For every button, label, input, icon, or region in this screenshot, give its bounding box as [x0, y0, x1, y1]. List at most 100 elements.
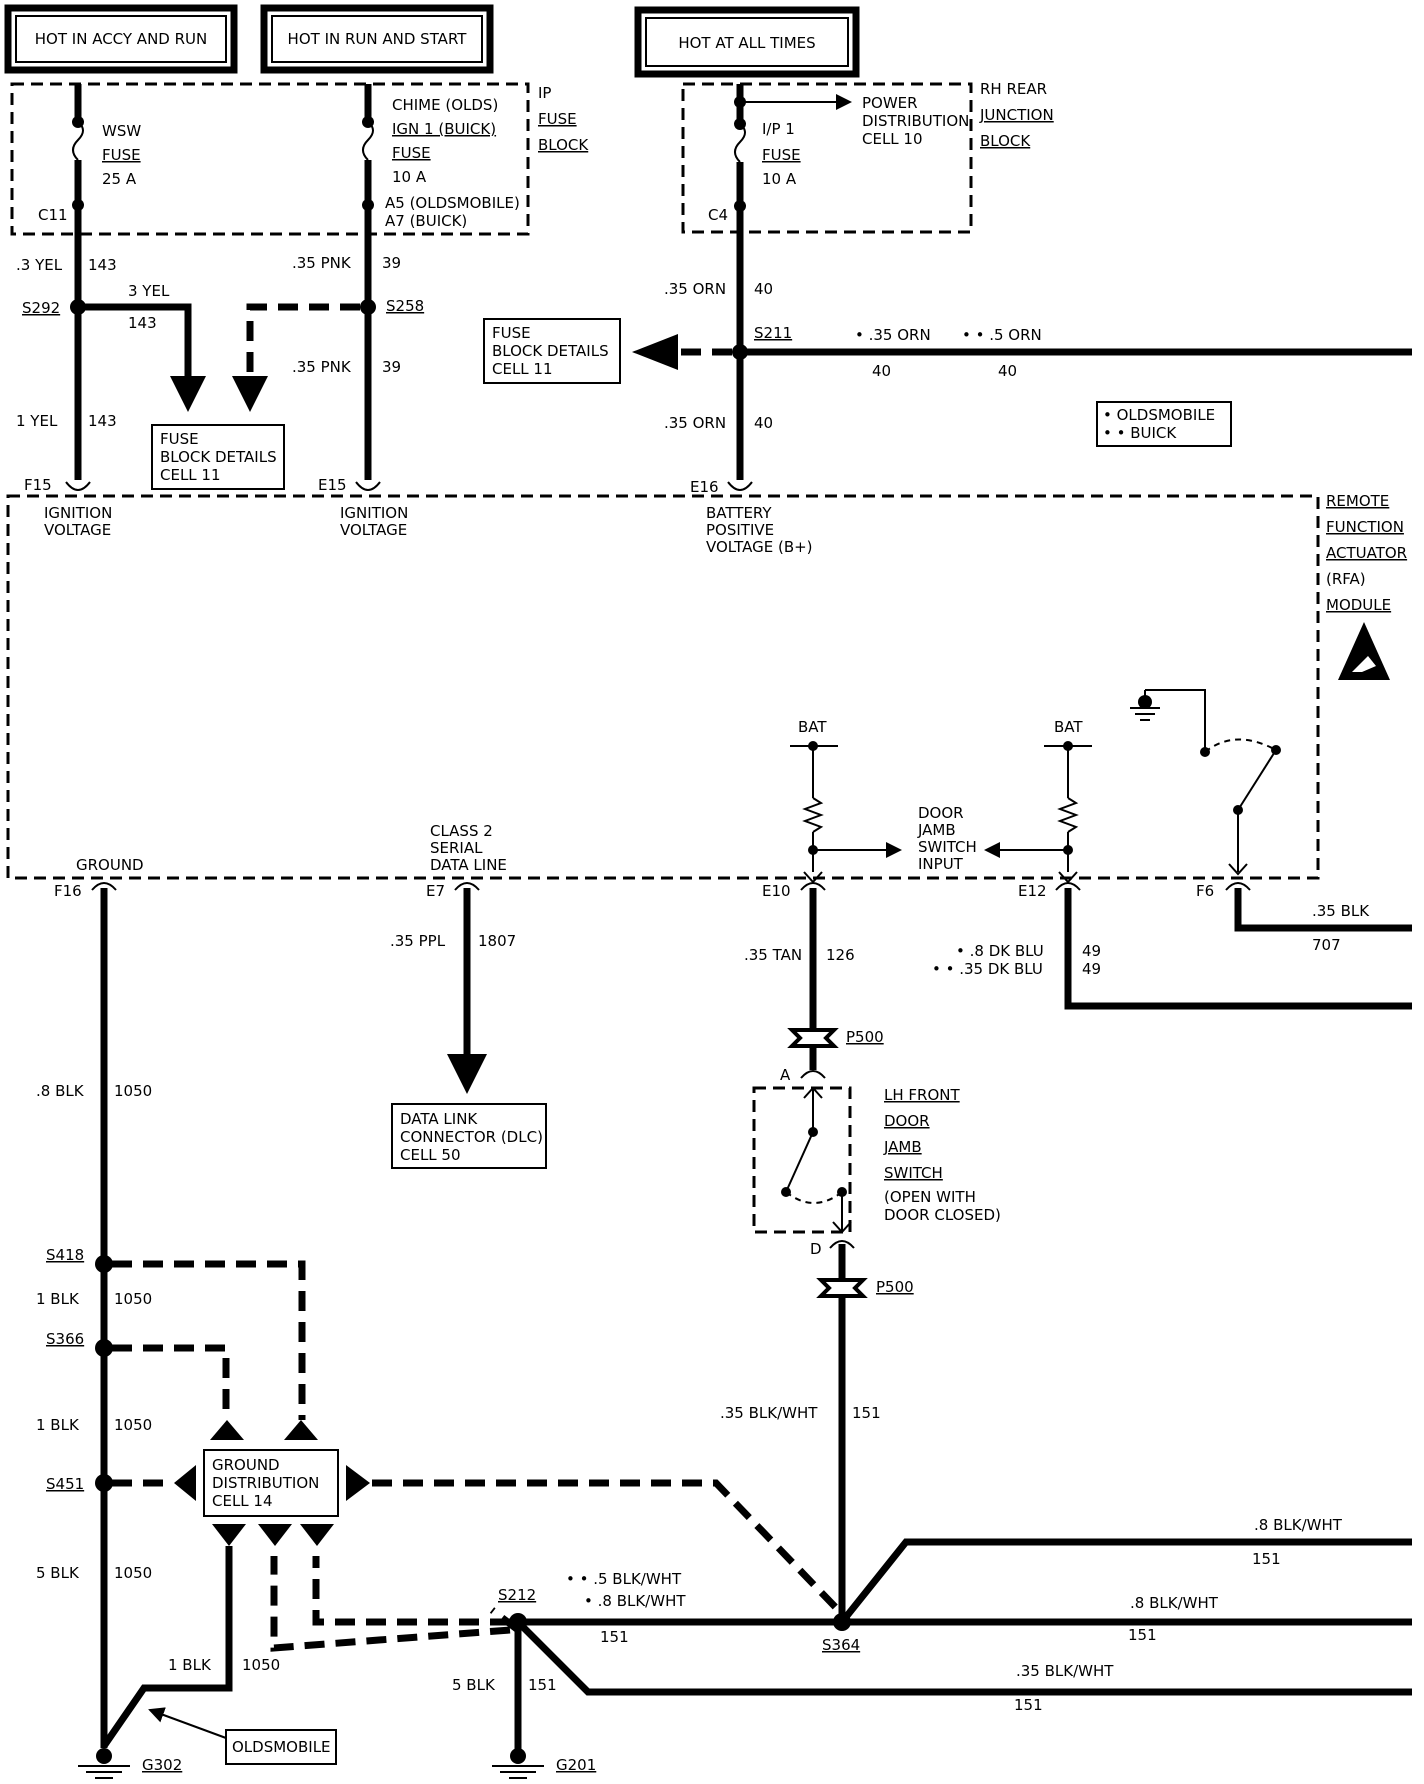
svg-text:F16: F16 — [54, 882, 82, 900]
svg-text:IGNITION: IGNITION — [340, 504, 408, 522]
splice-s212: S212 • • .5 BLK/WHT • .8 BLK/WHT 151 .35… — [270, 1556, 1412, 1754]
svg-text:SERIAL: SERIAL — [430, 839, 483, 857]
ip-fuse-block: IP FUSE BLOCK — [10, 82, 589, 236]
rh-rear-junction-block: RH REAR JUNCTION BLOCK — [681, 80, 1054, 234]
wire-1050: .8 BLK 1050 1 BLK 1050 1 BLK 1050 5 BLK … — [36, 888, 152, 1748]
svg-text:IGN 1 (BUICK): IGN 1 (BUICK) — [392, 120, 496, 138]
svg-text:39: 39 — [382, 254, 401, 272]
svg-text:P500: P500 — [876, 1278, 914, 1296]
svg-text:FUSE: FUSE — [392, 144, 431, 162]
svg-text:1050: 1050 — [114, 1564, 152, 1582]
svg-text:151: 151 — [1128, 1626, 1157, 1644]
svg-text:S292: S292 — [22, 299, 60, 317]
pin-e12: E12 — [1018, 882, 1081, 900]
svg-text:E12: E12 — [1018, 882, 1047, 900]
fuse-block-details-ref-b[interactable]: FUSE BLOCK DETAILS CELL 11 — [483, 318, 621, 384]
svg-text:DOOR CLOSED): DOOR CLOSED) — [884, 1206, 1001, 1224]
svg-text:40: 40 — [872, 362, 891, 380]
dlc-ref[interactable]: DATA LINK CONNECTOR (DLC) CELL 50 — [391, 1103, 547, 1169]
fuse-block-details-ref-a[interactable]: FUSE BLOCK DETAILS CELL 11 — [151, 424, 285, 490]
svg-text:(OPEN WITH: (OPEN WITH — [884, 1188, 976, 1206]
svg-text:FUSE: FUSE — [102, 146, 141, 164]
svg-text:.3 YEL: .3 YEL — [16, 256, 63, 274]
svg-text:.35 TAN: .35 TAN — [744, 946, 802, 964]
splice-s211: S211 • .35 ORN 40 • • .5 ORN 40 — [632, 324, 1412, 380]
wire-151-main: .35 BLK/WHT 151 — [720, 1296, 881, 1622]
header-hot-all-times: HOT AT ALL TIMES — [634, 6, 860, 78]
svg-text:S258: S258 — [386, 297, 424, 315]
svg-text:C4: C4 — [708, 206, 728, 224]
svg-text:1050: 1050 — [114, 1290, 152, 1308]
svg-text:• .8 BLK/WHT: • .8 BLK/WHT — [584, 1592, 686, 1610]
svg-text:707: 707 — [1312, 936, 1341, 954]
svg-text:.35 PNK: .35 PNK — [292, 358, 352, 376]
wire-49: • .8 DK BLU 49 • • .35 DK BLU 49 — [932, 888, 1412, 1010]
wire-126: .35 TAN 126 — [744, 888, 855, 1028]
connector-p500-bottom: D P500 — [810, 1240, 914, 1298]
svg-text:I/P 1: I/P 1 — [762, 120, 795, 138]
svg-text:E16: E16 — [690, 478, 719, 496]
esd-icon — [1338, 622, 1390, 680]
svg-text:.35 ORN: .35 ORN — [664, 280, 726, 298]
svg-text:• .8 DK BLU: • .8 DK BLU — [956, 942, 1044, 960]
svg-text:SWITCH: SWITCH — [884, 1164, 943, 1182]
svg-text:BLOCK: BLOCK — [538, 136, 589, 154]
svg-text:CELL 11: CELL 11 — [492, 360, 553, 378]
svg-text:G201: G201 — [556, 1756, 596, 1774]
svg-text:151: 151 — [600, 1628, 629, 1646]
pin-f16: F16 GROUND — [54, 856, 144, 900]
svg-text:BLOCK: BLOCK — [980, 132, 1031, 150]
svg-text:.35 PNK: .35 PNK — [292, 254, 352, 272]
splice-s258: S258 — [232, 297, 424, 412]
svg-text:• • BUICK: • • BUICK — [1103, 424, 1177, 442]
svg-text:MODULE: MODULE — [1326, 596, 1391, 614]
svg-text:DATA LINE: DATA LINE — [430, 856, 507, 874]
svg-text:1050: 1050 — [114, 1082, 152, 1100]
splice-s292: S292 3 YEL 143 — [22, 282, 206, 412]
svg-text:ACTUATOR: ACTUATOR — [1326, 544, 1407, 562]
svg-text:10 A: 10 A — [762, 170, 797, 188]
ground-distribution-ref[interactable]: GROUND DISTRIBUTION CELL 14 — [174, 1420, 370, 1546]
svg-text:A5 (OLDSMOBILE): A5 (OLDSMOBILE) — [385, 194, 520, 212]
svg-text:CELL 50: CELL 50 — [400, 1146, 461, 1164]
svg-text:GROUND: GROUND — [76, 856, 144, 874]
svg-text:• • .5 ORN: • • .5 ORN — [962, 326, 1042, 344]
svg-text:40: 40 — [754, 280, 773, 298]
svg-text:FUSE: FUSE — [492, 324, 531, 342]
legend: • OLDSMOBILE • • BUICK — [1096, 401, 1232, 447]
svg-text:40: 40 — [754, 414, 773, 432]
ip1-fuse: POWER DISTRIBUTION CELL 10 I/P 1 FUSE 10… — [708, 84, 969, 224]
svg-text:CELL 10: CELL 10 — [862, 130, 923, 148]
wire-39: .35 PNK 39 .35 PNK 39 — [292, 205, 401, 480]
bat-circuit-1: BAT — [790, 718, 902, 884]
svg-text:.35 BLK/WHT: .35 BLK/WHT — [720, 1404, 818, 1422]
pin-e15: E15 IGNITION VOLTAGE — [318, 476, 408, 539]
svg-text:F15: F15 — [24, 476, 52, 494]
svg-text:DISTRIBUTION: DISTRIBUTION — [212, 1474, 319, 1492]
svg-text:LH FRONT: LH FRONT — [884, 1086, 960, 1104]
svg-text:.8 BLK/WHT: .8 BLK/WHT — [1254, 1516, 1343, 1534]
svg-text:HOT AT ALL TIMES: HOT AT ALL TIMES — [678, 34, 815, 52]
svg-text:INPUT: INPUT — [918, 855, 964, 873]
svg-text:GROUND: GROUND — [212, 1456, 280, 1474]
pin-f15: F15 IGNITION VOLTAGE — [24, 476, 112, 539]
svg-text:DISTRIBUTION: DISTRIBUTION — [862, 112, 969, 130]
svg-text:• .35 ORN: • .35 ORN — [855, 326, 931, 344]
svg-text:1 BLK: 1 BLK — [36, 1416, 80, 1434]
svg-text:A7 (BUICK): A7 (BUICK) — [385, 212, 467, 230]
rfa-module: REMOTE FUNCTION ACTUATOR (RFA) MODULE — [6, 492, 1407, 880]
oldsmobile-note: OLDSMOBILE — [225, 1729, 337, 1765]
svg-text:BLOCK DETAILS: BLOCK DETAILS — [160, 448, 277, 466]
svg-text:1 BLK: 1 BLK — [36, 1290, 80, 1308]
svg-text:HOT IN ACCY AND RUN: HOT IN ACCY AND RUN — [35, 30, 207, 48]
svg-text:143: 143 — [88, 412, 117, 430]
svg-text:151: 151 — [1252, 1550, 1281, 1568]
pin-e16: E16 BATTERY POSITIVE VOLTAGE (B+) — [690, 478, 813, 556]
svg-text:JAMB: JAMB — [917, 821, 956, 839]
svg-text:S211: S211 — [754, 324, 792, 342]
splice-s366: S366 — [46, 1330, 230, 1420]
svg-text:.8 BLK/WHT: .8 BLK/WHT — [1130, 1594, 1219, 1612]
svg-text:143: 143 — [128, 314, 157, 332]
svg-text:DOOR: DOOR — [884, 1112, 930, 1130]
svg-text:151: 151 — [852, 1404, 881, 1422]
